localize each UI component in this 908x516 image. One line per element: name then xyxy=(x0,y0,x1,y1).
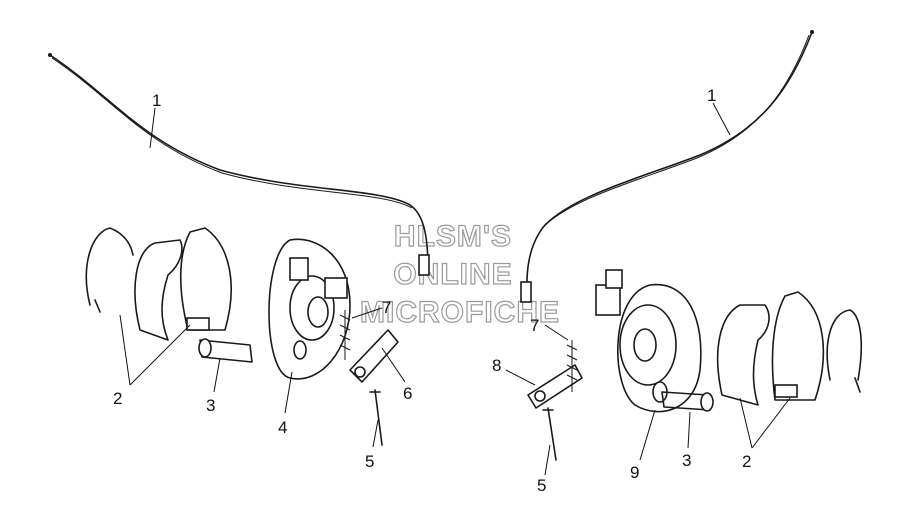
callout-left-backing-plate: 4 xyxy=(278,418,287,437)
left-lever-assembly xyxy=(339,310,399,446)
callout-left-lever: 6 xyxy=(403,384,412,403)
leader-lines xyxy=(119,102,791,476)
callout-left-spring: 7 xyxy=(382,298,391,317)
left-brake-cam xyxy=(198,338,253,363)
callout-right-spring: 7 xyxy=(530,316,539,335)
callouts: 1 1 2 3 4 5 6 7 7 8 5 9 3 2 xyxy=(113,86,751,495)
left-brake-shoes xyxy=(85,227,232,341)
right-brake-shoes xyxy=(716,291,863,406)
callout-right-shoes: 2 xyxy=(742,452,751,471)
watermark-line-2: ONLINE xyxy=(393,258,512,291)
watermark: HLSM'S ONLINE MICROFICHE xyxy=(359,219,560,329)
right-brake-cam xyxy=(661,391,714,412)
callout-right-lever: 8 xyxy=(492,356,501,375)
callout-left-shoes: 2 xyxy=(113,389,122,408)
watermark-line-3: MICROFICHE xyxy=(360,296,560,329)
left-brake-cable xyxy=(48,53,430,276)
callout-right-backing-plate: 9 xyxy=(630,463,639,482)
right-lever-assembly xyxy=(527,340,583,461)
right-backing-plate xyxy=(595,269,702,413)
callout-right-cam: 3 xyxy=(682,451,691,470)
left-backing-plate xyxy=(268,238,351,380)
callout-left-cam: 3 xyxy=(206,396,215,415)
watermark-line-1: HLSM'S xyxy=(394,220,512,253)
right-brake-cable xyxy=(520,30,814,303)
callout-left-cable: 1 xyxy=(152,91,161,110)
callout-right-cable: 1 xyxy=(707,86,716,105)
callout-left-bolt: 5 xyxy=(365,452,374,471)
callout-right-bolt: 5 xyxy=(537,476,546,495)
